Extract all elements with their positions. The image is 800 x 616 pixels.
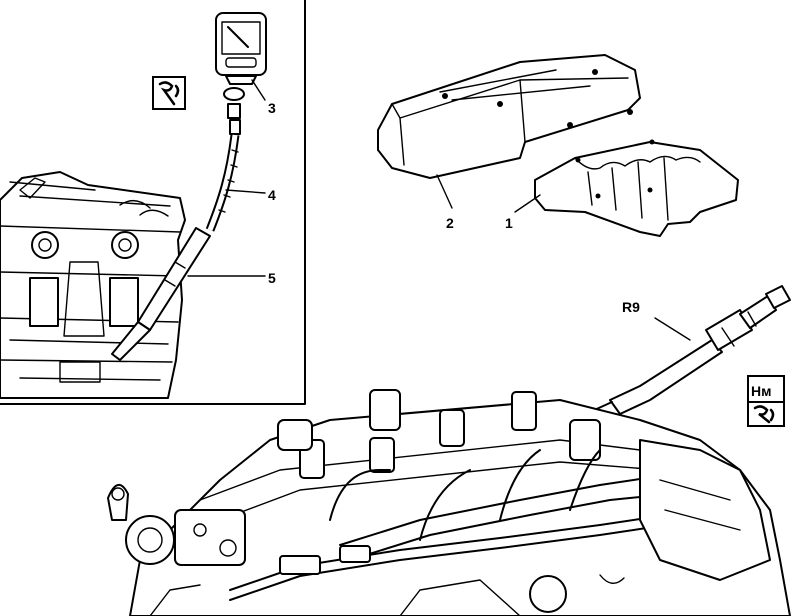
leader-r9 — [654, 317, 691, 341]
inset-engine-block — [0, 171, 186, 399]
wrench-icon — [753, 405, 775, 424]
fuel-injectors — [277, 389, 601, 479]
compression-gauge — [215, 12, 267, 135]
glow-plug-r9 — [589, 285, 791, 415]
callout-r9: R9 — [622, 299, 640, 315]
callout-2: 2 — [446, 215, 454, 231]
torque-spec-box — [747, 375, 785, 427]
inset-frame — [0, 0, 306, 405]
callout-4: 4 — [268, 187, 276, 203]
leader-3 — [251, 79, 266, 101]
callout-1: 1 — [505, 215, 513, 231]
glow-plug-adapter — [111, 227, 211, 361]
wrench-tool-icon — [152, 76, 186, 110]
leader-1 — [514, 194, 541, 213]
callout-3: 3 — [268, 100, 276, 116]
leader-2 — [436, 174, 453, 209]
callout-5: 5 — [268, 270, 276, 286]
engine-cover-lower — [534, 139, 739, 237]
leader-4 — [225, 189, 266, 194]
torque-unit-label: Нм — [751, 383, 771, 399]
engine-cover-upper — [377, 54, 641, 179]
inset-compression-test — [0, 0, 306, 405]
cylinder-head-assembly — [107, 389, 791, 616]
